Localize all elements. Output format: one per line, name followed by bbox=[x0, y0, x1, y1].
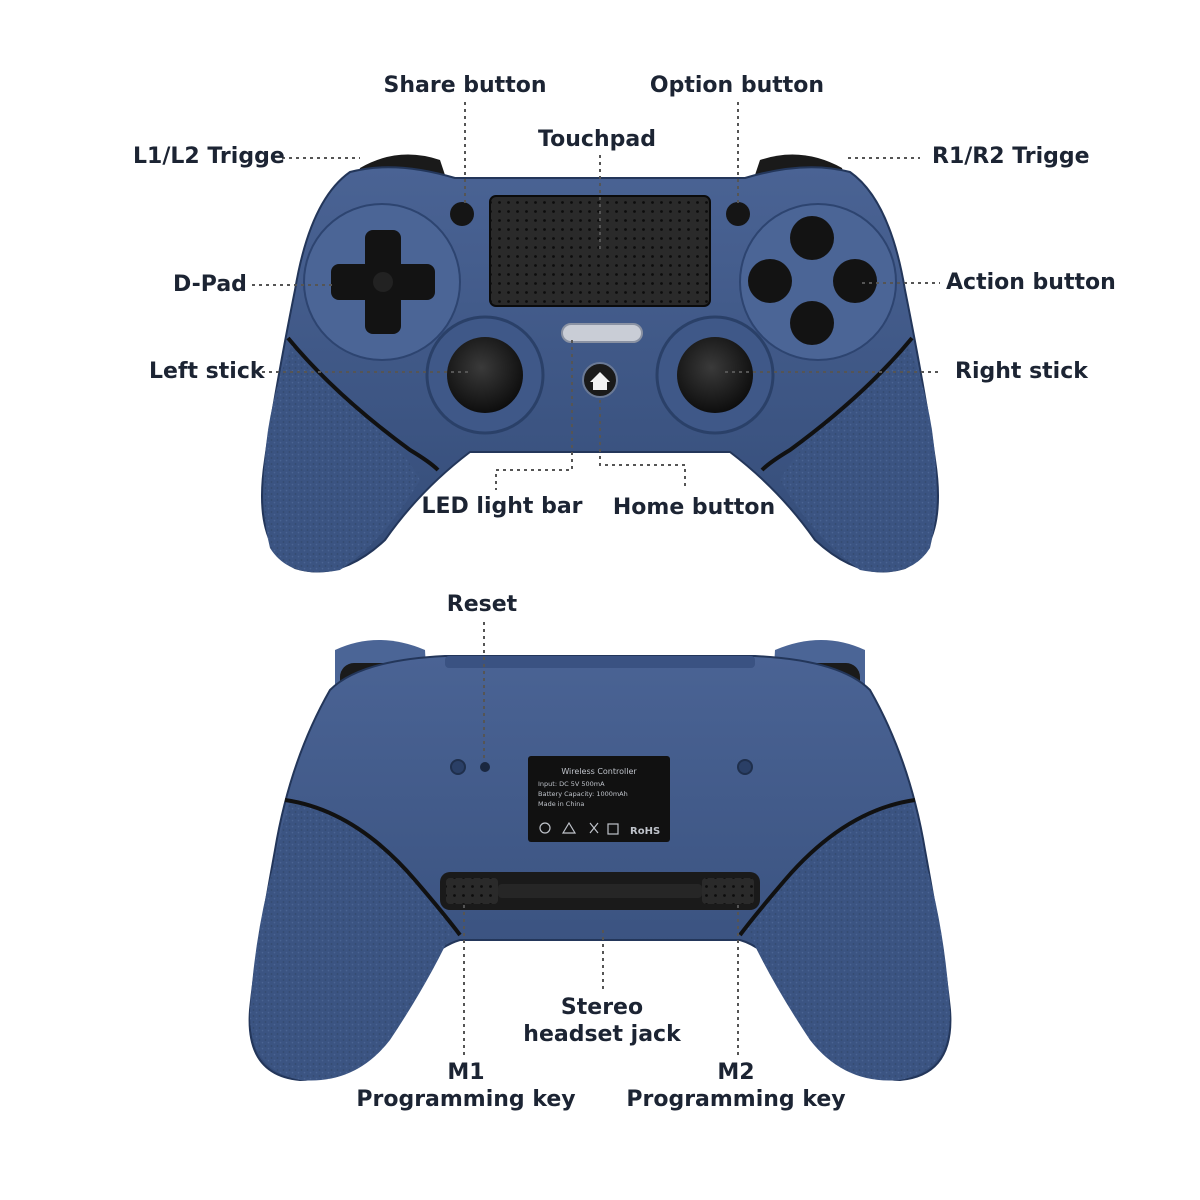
device-label-line2: Input: DC 5V 500mA bbox=[538, 780, 605, 788]
action-buttons bbox=[748, 216, 877, 345]
reset-label: Reset bbox=[446, 592, 518, 617]
share-button-shape bbox=[450, 202, 474, 226]
device-label-plate: Wireless Controller Input: DC 5V 500mA B… bbox=[528, 756, 670, 842]
device-label-line3: Battery Capacity: 1000mAh bbox=[538, 790, 628, 798]
left-grip bbox=[263, 345, 420, 573]
left-stick-label: Left stick bbox=[149, 359, 265, 384]
led-light-bar-label: LED light bar bbox=[421, 494, 583, 519]
front-controller bbox=[252, 102, 940, 573]
back-leader-lines bbox=[463, 622, 739, 1055]
front-leader-lines bbox=[252, 102, 940, 490]
l1l2-trigger-label: L1/L2 Trigge bbox=[133, 144, 285, 169]
stereo-line2: headset jack bbox=[523, 1022, 681, 1047]
option-button-shape bbox=[726, 202, 750, 226]
rohs-mark: RoHS bbox=[630, 826, 660, 837]
home-button-label: Home button bbox=[612, 495, 776, 520]
option-button-label: Option button bbox=[649, 73, 825, 98]
back-controller: Wireless Controller Input: DC 5V 500mA B… bbox=[248, 622, 952, 1082]
m1-line2: Programming key bbox=[356, 1087, 576, 1112]
device-label-line4: Made in China bbox=[538, 800, 584, 808]
m1-programming-key-label: M1 Programming key bbox=[356, 1059, 575, 1113]
house-icon bbox=[582, 362, 618, 398]
share-button-label: Share button bbox=[383, 73, 547, 98]
touchpad-label: Touchpad bbox=[538, 127, 656, 152]
certification-icons bbox=[539, 821, 619, 835]
dpad-label: D-Pad bbox=[173, 272, 247, 297]
reset-hole bbox=[480, 762, 490, 772]
led-bar-shape bbox=[561, 323, 643, 343]
left-stick-shape bbox=[447, 337, 523, 413]
r1r2-trigger-label: R1/R2 Trigge bbox=[932, 144, 1090, 169]
m1-line1: M1 bbox=[447, 1060, 485, 1085]
dpad bbox=[331, 230, 435, 334]
stereo-headset-jack-label: Stereo headset jack bbox=[523, 994, 680, 1048]
right-grip bbox=[780, 345, 937, 573]
right-stick-shape bbox=[677, 337, 753, 413]
touchpad-shape bbox=[489, 195, 711, 307]
m2-line1: M2 bbox=[717, 1060, 755, 1085]
action-button-label: Action button bbox=[946, 270, 1116, 295]
right-stick-label: Right stick bbox=[955, 359, 1088, 384]
m2-line2: Programming key bbox=[626, 1087, 846, 1112]
device-label-line1: Wireless Controller bbox=[561, 767, 637, 776]
stereo-line1: Stereo bbox=[560, 995, 644, 1020]
m2-programming-key-label: M2 Programming key bbox=[626, 1059, 845, 1113]
